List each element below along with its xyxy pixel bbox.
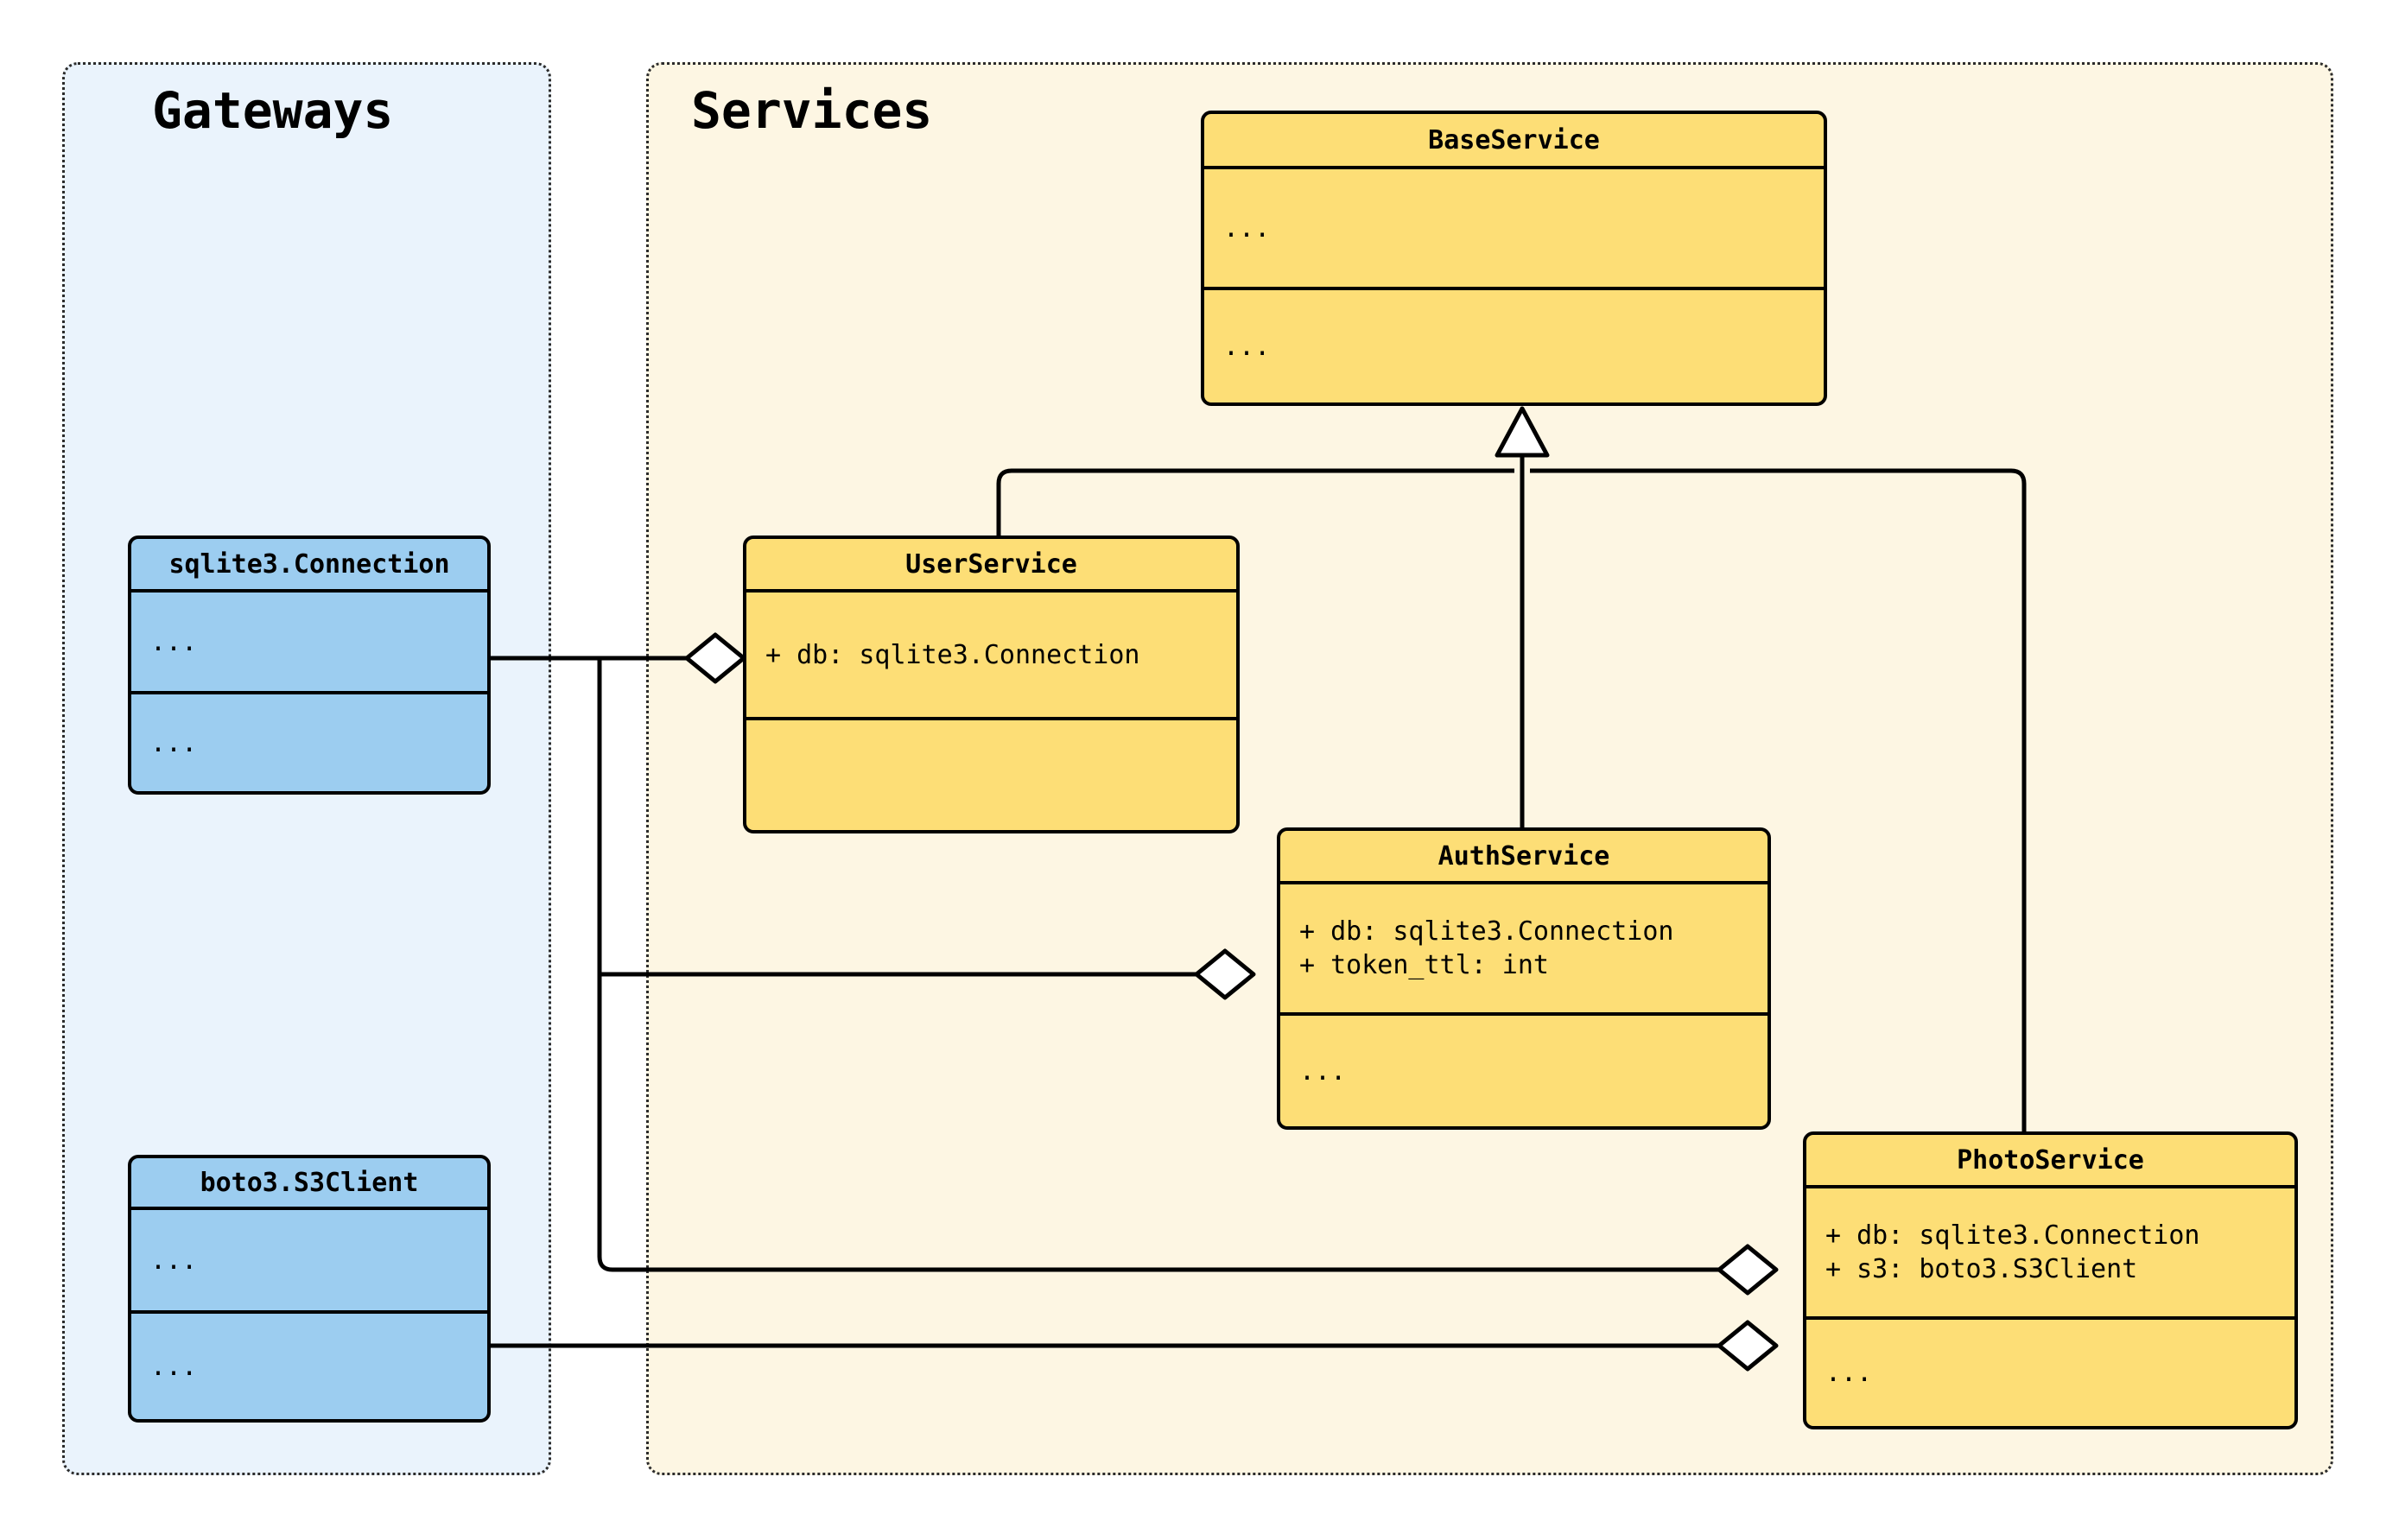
attribute-row: ... — [150, 1245, 198, 1276]
attribute-row: + token_ttl: int — [1299, 950, 1549, 980]
attribute-row: ... — [1223, 212, 1271, 244]
attribute-row: + db: sqlite3.Connection — [765, 639, 1140, 670]
class-baseservice[interactable]: BaseService ... ... — [1201, 111, 1827, 406]
class-boto3-s3client-attributes: ... — [131, 1210, 487, 1314]
method-row: ... — [150, 727, 198, 758]
class-boto3-s3client-name: boto3.S3Client — [131, 1158, 487, 1210]
class-boto3-s3client[interactable]: boto3.S3Client ... ... — [128, 1155, 491, 1423]
method-row: ... — [150, 1351, 198, 1382]
class-photoservice-methods: ... — [1806, 1320, 2294, 1426]
class-sqlite3-connection-methods: ... — [131, 694, 487, 791]
class-authservice-name: AuthService — [1280, 831, 1768, 884]
class-photoservice[interactable]: PhotoService + db: sqlite3.Connection + … — [1803, 1131, 2298, 1429]
class-userservice-attributes: + db: sqlite3.Connection — [746, 593, 1236, 720]
attribute-row: + db: sqlite3.Connection — [1299, 916, 1674, 947]
package-gateways-title: Gateways — [152, 81, 394, 140]
attribute-row: + s3: boto3.S3Client — [1825, 1254, 2138, 1284]
class-sqlite3-connection[interactable]: sqlite3.Connection ... ... — [128, 536, 491, 795]
class-authservice-methods: ... — [1280, 1016, 1768, 1126]
class-userservice[interactable]: UserService + db: sqlite3.Connection — [743, 536, 1240, 833]
method-row: ... — [1223, 331, 1271, 362]
class-userservice-name: UserService — [746, 539, 1236, 593]
class-baseservice-methods: ... — [1204, 290, 1824, 402]
class-photoservice-name: PhotoService — [1806, 1135, 2294, 1188]
class-sqlite3-connection-name: sqlite3.Connection — [131, 539, 487, 593]
class-authservice[interactable]: AuthService + db: sqlite3.Connection + t… — [1277, 827, 1771, 1130]
method-row: ... — [1825, 1358, 1873, 1388]
class-photoservice-attributes: + db: sqlite3.Connection + s3: boto3.S3C… — [1806, 1188, 2294, 1320]
attribute-row: ... — [150, 626, 198, 657]
method-row: ... — [1299, 1055, 1347, 1087]
class-sqlite3-connection-attributes: ... — [131, 593, 487, 694]
class-authservice-attributes: + db: sqlite3.Connection + token_ttl: in… — [1280, 884, 1768, 1016]
attribute-row: + db: sqlite3.Connection — [1825, 1220, 2200, 1251]
class-userservice-methods — [746, 720, 1236, 830]
package-services-title: Services — [691, 81, 933, 140]
class-baseservice-name: BaseService — [1204, 114, 1824, 169]
class-boto3-s3client-methods: ... — [131, 1314, 487, 1419]
class-baseservice-attributes: ... — [1204, 169, 1824, 290]
